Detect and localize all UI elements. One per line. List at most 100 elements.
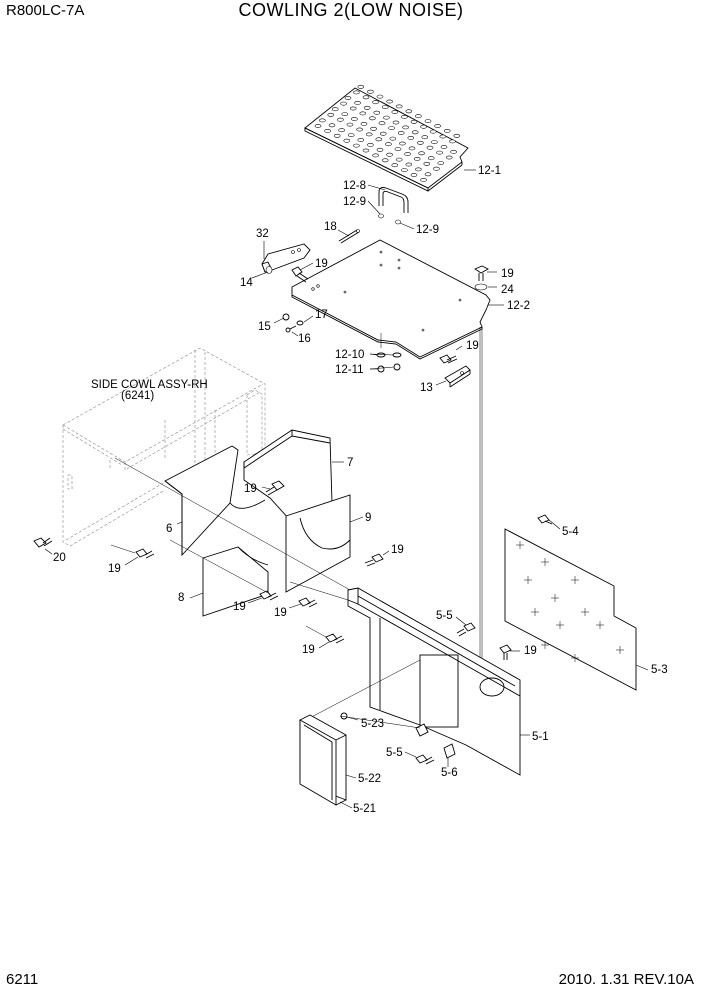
perforation-hole <box>421 135 429 140</box>
perforation-hole <box>401 115 408 119</box>
label-7: 7 <box>347 457 353 469</box>
perforation-hole <box>391 110 399 114</box>
perforation-hole <box>349 106 357 111</box>
label-5-23: 5-23 <box>361 718 384 730</box>
part-5-6-clip <box>443 743 456 759</box>
label-15: 15 <box>258 321 271 333</box>
perforation-hole <box>440 145 448 149</box>
perforation-hole <box>410 119 418 124</box>
perforation-hole <box>388 126 395 131</box>
label-19-latch: 19 <box>466 340 479 352</box>
perforation-hole <box>363 105 371 110</box>
label-6: 6 <box>166 523 172 535</box>
perforation-hole <box>439 134 447 139</box>
label-19-lower: 19 <box>302 644 315 656</box>
side-cowl-assy-rh-phantom <box>62 347 266 547</box>
side-cowl-label: SIDE COWL ASSY-RH <box>91 379 208 391</box>
model-code: R800LC-7A <box>6 2 85 19</box>
perforation-hole <box>353 143 360 148</box>
perforation-hole <box>392 120 400 125</box>
perforation-hole <box>411 130 419 135</box>
perforation-hole <box>389 136 397 141</box>
perforation-hole <box>373 110 381 115</box>
perforation-hole <box>427 156 435 161</box>
perforation-hole <box>453 133 461 138</box>
revision-date: 2010. 1.31 REV.10A <box>558 971 694 988</box>
perforation-hole <box>429 129 437 134</box>
perforation-hole <box>357 84 365 89</box>
perforation-hole <box>385 142 392 147</box>
label-12-1: 12-1 <box>478 165 501 177</box>
label-20: 20 <box>53 552 66 564</box>
label-12-9-right: 12-9 <box>416 224 439 236</box>
perforation-hole <box>369 116 376 121</box>
perforation-hole <box>376 94 384 99</box>
part-5-3-panel <box>504 528 637 691</box>
perforation-hole <box>376 147 384 152</box>
perforation-hole <box>394 147 402 152</box>
perforation-hole <box>450 149 457 154</box>
label-12-11: 12-11 <box>335 364 364 376</box>
perforation-hole <box>362 148 370 153</box>
label-19-panel7: 19 <box>244 483 257 495</box>
panel-cross-mark <box>541 558 549 566</box>
perforation-hole <box>343 138 351 143</box>
perforation-hole <box>344 96 352 100</box>
perforation-hole <box>423 161 431 166</box>
perforation-hole <box>327 112 335 117</box>
panel-cross-mark <box>551 594 559 602</box>
label-19-panel8: 19 <box>233 601 246 613</box>
label-16: 16 <box>298 333 311 345</box>
part-5-23 <box>340 712 348 720</box>
part-6-panel <box>164 445 266 557</box>
label-5-1: 5-1 <box>532 731 549 743</box>
label-24: 24 <box>501 284 514 296</box>
bolt-19-left <box>135 548 155 559</box>
bolt-5-4 <box>537 514 553 525</box>
panel-cross-mark <box>531 608 539 616</box>
part-9-panel <box>285 494 351 593</box>
label-32: 32 <box>256 228 269 240</box>
perforation-hole <box>445 155 453 160</box>
part-15-nut <box>282 313 290 321</box>
perforation-hole <box>443 128 451 133</box>
perforation-hole <box>424 119 432 124</box>
part-16-screw <box>285 325 297 333</box>
perforation-hole <box>331 107 339 112</box>
perforation-hole <box>418 151 425 156</box>
perforation-hole <box>426 145 434 150</box>
panel-cross-mark <box>581 608 589 616</box>
panel-cross-mark <box>616 646 624 654</box>
panel-cross-mark <box>541 641 549 649</box>
perforation-hole <box>351 117 358 121</box>
perforation-hole <box>354 101 361 105</box>
perforation-hole <box>367 142 374 147</box>
perforation-hole <box>353 90 360 95</box>
label-5-21: 5-21 <box>353 803 376 815</box>
label-19-right-top: 19 <box>501 268 514 280</box>
perforation-hole <box>341 112 349 117</box>
perforation-hole <box>404 152 411 156</box>
label-19-hinge: 19 <box>315 258 328 270</box>
label-12-9-left: 12-9 <box>343 196 366 208</box>
perforation-hole <box>424 172 432 177</box>
perforation-hole <box>365 132 373 137</box>
perforation-hole <box>407 135 415 140</box>
bolt-5-5-lower <box>415 754 435 765</box>
perforation-hole <box>347 133 355 138</box>
perforation-hole <box>357 138 365 142</box>
perforation-hole <box>319 118 326 123</box>
panel-cross-mark <box>571 654 579 662</box>
label-5-4: 5-4 <box>562 526 579 538</box>
bolt-19-panel9 <box>364 553 384 567</box>
label-19-panel9: 19 <box>391 544 404 556</box>
perforation-hole <box>360 122 368 126</box>
perforation-hole <box>434 124 441 128</box>
label-13: 13 <box>420 382 433 394</box>
label-5-3: 5-3 <box>651 664 668 676</box>
label-19-left: 19 <box>108 563 121 575</box>
part-5-22-cover-box <box>299 714 347 806</box>
page-number: 6211 <box>6 971 39 988</box>
bolt-5-5-upper <box>456 622 476 637</box>
